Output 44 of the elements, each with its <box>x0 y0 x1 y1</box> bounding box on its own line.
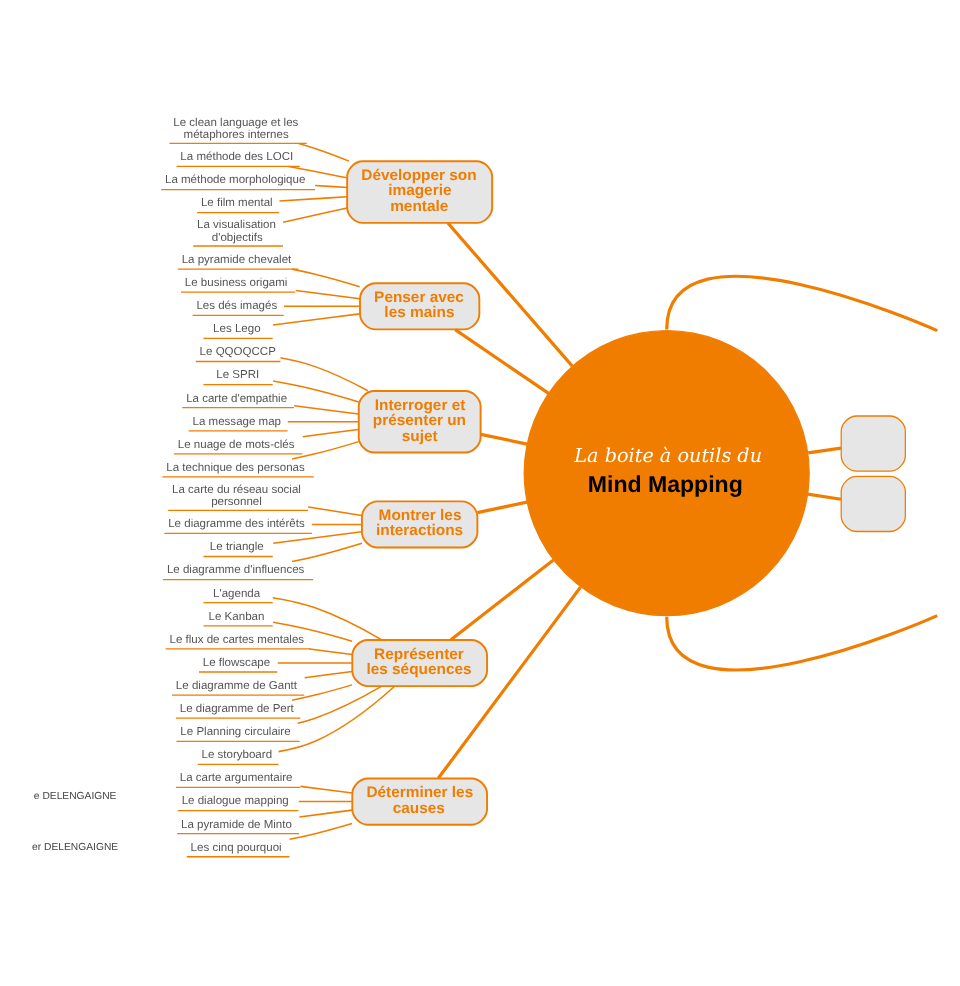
connector <box>272 621 353 642</box>
connector <box>449 558 555 641</box>
connector <box>446 221 574 368</box>
connector <box>294 289 361 300</box>
connector <box>272 380 360 403</box>
connector <box>287 165 348 179</box>
connector <box>278 195 348 202</box>
connector <box>282 207 348 223</box>
connector <box>807 492 842 501</box>
connector <box>272 596 383 641</box>
connector <box>298 142 350 162</box>
connector <box>308 648 353 656</box>
connector <box>480 432 528 446</box>
node-circle: La boite à outils du Mind Mapping <box>523 330 810 617</box>
connector <box>279 357 369 392</box>
connector <box>291 268 361 288</box>
connector <box>293 405 360 415</box>
connector <box>301 428 360 438</box>
connector <box>303 670 353 679</box>
node-box <box>840 415 906 472</box>
connector <box>307 506 363 517</box>
connector <box>807 446 842 455</box>
connector <box>296 685 383 725</box>
connector <box>277 685 396 753</box>
node-box <box>840 475 906 533</box>
connector <box>298 800 353 803</box>
connector <box>283 305 361 308</box>
connector <box>288 822 353 840</box>
connector <box>665 274 938 333</box>
connector <box>454 328 550 395</box>
connector <box>291 542 363 563</box>
connector <box>287 421 360 423</box>
connector <box>311 523 363 526</box>
connector <box>314 184 348 189</box>
connector <box>272 313 361 326</box>
connector <box>477 500 528 515</box>
connector <box>298 809 353 818</box>
connector <box>272 531 363 544</box>
connector <box>291 684 353 701</box>
connector <box>299 785 353 794</box>
connector <box>276 662 353 664</box>
connector <box>665 614 938 672</box>
connector <box>291 440 360 460</box>
connector <box>436 586 582 780</box>
